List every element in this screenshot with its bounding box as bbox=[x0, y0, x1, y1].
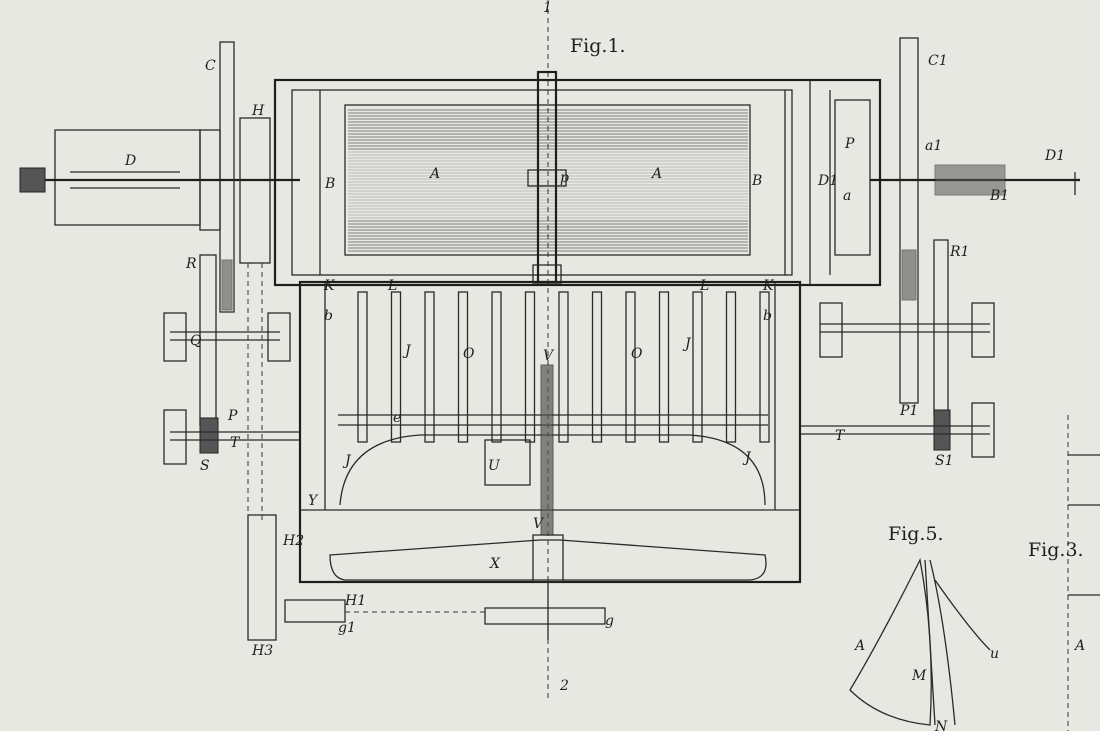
figure-5-drawing bbox=[849, 557, 991, 726]
label-a-left: A bbox=[428, 166, 440, 182]
label-l-right: L bbox=[699, 278, 709, 294]
bottom-drive bbox=[247, 514, 606, 641]
label-fig5-m: M bbox=[911, 668, 927, 684]
label-a1: a1 bbox=[925, 138, 942, 154]
gear-C bbox=[219, 41, 235, 313]
figure-3-drawing bbox=[1067, 415, 1100, 731]
knife-bar bbox=[692, 291, 703, 443]
label-r1: R1 bbox=[949, 244, 969, 260]
label-b1: B1 bbox=[989, 188, 1009, 204]
knife-bars-O bbox=[357, 291, 770, 443]
label-s: S bbox=[200, 458, 210, 474]
label-t-right: T bbox=[835, 428, 846, 444]
label-b-left: b bbox=[324, 308, 333, 324]
label-o-left: O bbox=[463, 346, 475, 362]
label-b: B bbox=[324, 176, 335, 192]
label-b-inner: B bbox=[751, 173, 762, 189]
label-g1: g1 bbox=[338, 620, 356, 636]
label-p-small: P bbox=[844, 136, 855, 152]
knife-bar bbox=[357, 291, 368, 443]
knife-bar bbox=[491, 291, 502, 443]
block-U bbox=[484, 439, 531, 486]
label-p: p bbox=[560, 170, 569, 186]
gear-R1 bbox=[933, 239, 949, 416]
label-c1: C1 bbox=[928, 53, 948, 69]
label-p: P bbox=[227, 408, 238, 424]
label-j1: J bbox=[402, 343, 412, 359]
fig5-title: Fig.5. bbox=[888, 523, 944, 545]
knife-bar bbox=[591, 291, 603, 443]
label-l-left: L bbox=[387, 278, 397, 294]
fig3-title: Fig.3. bbox=[1028, 539, 1084, 561]
label-h2: H2 bbox=[282, 533, 304, 549]
label-s1: S1 bbox=[935, 453, 954, 469]
label-o-right: O bbox=[631, 346, 643, 362]
knife-bar bbox=[625, 291, 636, 443]
screw-V bbox=[540, 364, 554, 536]
label-u: U bbox=[488, 458, 501, 474]
fig1-title: Fig.1. bbox=[570, 35, 626, 57]
knife-bar bbox=[390, 291, 402, 443]
label-h1: H1 bbox=[344, 593, 366, 609]
label-j3: J bbox=[342, 453, 352, 469]
screw-D bbox=[19, 129, 300, 231]
label-a-right: A bbox=[650, 166, 662, 182]
knife-bar bbox=[658, 291, 670, 443]
label-d: D bbox=[124, 153, 136, 169]
label-v-top: V bbox=[543, 348, 555, 364]
label-p1: P1 bbox=[899, 403, 918, 419]
screw-D1 bbox=[870, 164, 1080, 196]
label-fig5-u: u bbox=[990, 646, 999, 662]
label-q: Q bbox=[190, 333, 202, 349]
cylinder-frame bbox=[273, 78, 882, 287]
label-c: C bbox=[205, 58, 216, 74]
label-b-right: b bbox=[763, 308, 772, 324]
label-r: R bbox=[185, 256, 197, 272]
label-j2: J bbox=[682, 336, 692, 352]
label-k-left: K bbox=[323, 278, 336, 294]
gear-S1 bbox=[933, 409, 951, 451]
label-d1: D1 bbox=[817, 173, 838, 189]
section-mark-2: 2 bbox=[559, 678, 569, 694]
label-fig5-a: A bbox=[853, 638, 865, 654]
label-t-left: T bbox=[230, 435, 241, 451]
knife-bar bbox=[424, 291, 435, 443]
label-j4: J bbox=[742, 450, 752, 466]
label-x: X bbox=[489, 556, 501, 572]
label-fig5-n: N bbox=[934, 719, 948, 731]
label-y: Y bbox=[308, 493, 319, 509]
label-a: a bbox=[843, 188, 851, 204]
label-v-bottom: V bbox=[533, 516, 545, 532]
knife-bar bbox=[524, 291, 536, 443]
label-h: H bbox=[251, 103, 265, 119]
label-e: e bbox=[393, 410, 401, 426]
label-fig3-a: A bbox=[1073, 638, 1085, 654]
bearings bbox=[163, 302, 995, 465]
section-mark-1: 1 bbox=[543, 0, 552, 16]
gear-S bbox=[199, 417, 219, 454]
label-g: g bbox=[605, 613, 614, 629]
knife-bar bbox=[457, 291, 469, 443]
gear-C1 bbox=[899, 37, 919, 404]
knife-bar bbox=[725, 291, 737, 443]
drum-A bbox=[348, 109, 748, 252]
knife-bar bbox=[759, 291, 770, 443]
label-h3: H3 bbox=[251, 643, 273, 659]
knife-bar bbox=[558, 291, 569, 443]
label-k-right: K bbox=[762, 278, 775, 294]
label-d1b: D1 bbox=[1044, 148, 1065, 164]
shaft-H bbox=[239, 117, 271, 520]
